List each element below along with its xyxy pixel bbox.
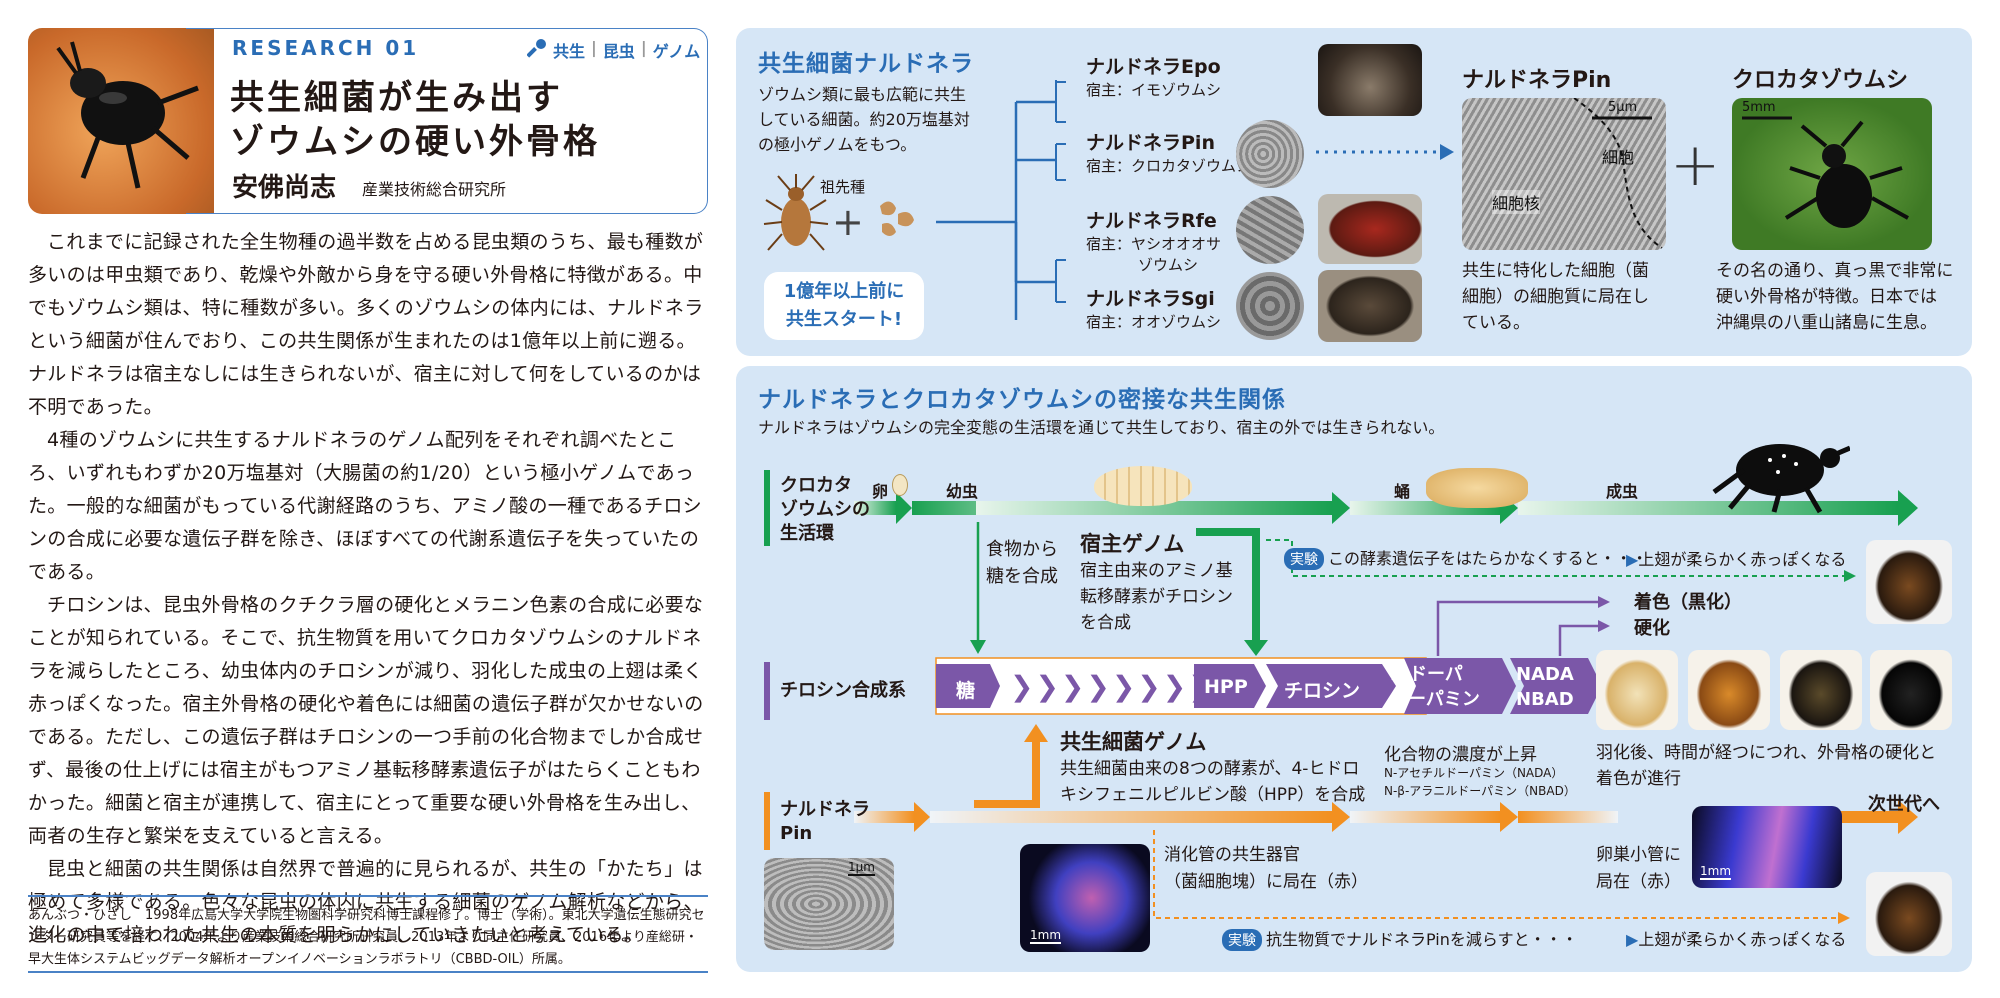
stage-pupa: 蛹 [1394,482,1411,501]
stage-larva: 幼虫 [946,482,979,501]
ovary-fluorescence: 1mm [1692,806,1842,888]
species-sgi: ナルドネラSgi 宿主：オオゾウムシ [1086,288,1222,331]
pin-cell-micrograph: 5μm 細胞 細胞核 [1462,98,1666,250]
rfe-weevil-photo [1318,194,1422,264]
nbad-fullname: N-β-アラニルドーパミン（NBAD） [1384,784,1576,798]
hardening-label: 硬化 [1634,618,1670,639]
panel-subtitle: ナルドネラはゾウムシの完全変態の生活環を通じて共生しており、宿主の外では生きられ… [758,418,1445,437]
rfe-micrograph [1236,196,1304,264]
symbiosis-start-bubble: 1億年以上前に共生スタート! [764,272,924,340]
experiment-badge: 実験 [1284,548,1324,570]
species-pin: ナルドネラPin 宿主：クロカタゾウムシ [1086,132,1252,175]
scale-bar-1mm: 1mm [1700,864,1732,880]
nada-fullname: N-アセチルドーパミン（NADA） [1384,766,1564,780]
nardonella-micrograph: 1μm [764,858,894,950]
header-photo [28,28,214,214]
kurokata-title: クロカタゾウムシ [1732,68,1909,93]
species-rfe: ナルドネラRfe 宿主：ヤシオオオサ ゾウムシ [1086,210,1222,274]
scale-bar-5um: 5μm [1608,100,1638,115]
ovary-label: 卵巣小管に局在（赤） [1596,845,1681,892]
eclosion-photo-2 [1688,650,1770,730]
panel-title: ナルドネラとクロカタゾウムシの密接な共生関係 [758,387,1286,413]
gut-organ-label: 消化管の共生器官（菌細胞塊）に局在（赤） [1164,845,1368,892]
sgi-micrograph [1236,272,1304,340]
plus-icon: + [1670,130,1721,200]
egg-icon [892,474,908,496]
pin-description: 共生に特化した細胞（菌細胞）の細胞質に局在している。 [1462,261,1649,333]
tag-insect[interactable]: 昆虫 [602,42,635,61]
pathway-tyrosine: チロシン [1284,680,1361,702]
pupa-icon [1426,468,1528,508]
pin-micrograph [1236,120,1304,188]
paragraph: 4種のゾウムシに共生するナルドネラのゲノム配列をそれぞれ調べたところ、いずれもわ… [28,429,702,583]
result-2: ▶上翅が柔らかく赤っぽくなる [1626,930,1847,949]
article-title-line2: ゾウムシの硬い外骨格 [230,122,600,162]
panel-title: 共生細菌ナルドネラ [758,51,974,77]
experiment-2: 実験抗生物質でナルドネラPinを減らすと・・・ [1222,926,1578,951]
adult-weevil-icon [1700,434,1851,518]
pathway-steps: ❯❯❯❯❯❯❯❯ [1010,670,1214,703]
label-nucleus: 細胞核 [1492,190,1541,214]
result1-weevil-photo [1866,540,1952,624]
tag-list: 共生| 昆虫| ゲノム [553,38,701,61]
host-genome-description: 宿主由来のアミノ基転移酵素がチロシンを合成 [1080,561,1233,633]
tag-genome[interactable]: ゲノム [652,42,701,61]
scale-bar-5mm: 5mm [1742,100,1776,115]
experiment-1: 実験この酵素遺伝子をはたらかなくすると・・・ [1284,545,1648,570]
article-title-line1: 共生細菌が生み出す [230,78,563,118]
panel-description: ゾウムシ類に最も広範に共生している細菌。約20万塩基対の極小ゲノムをもつ。 [758,85,970,154]
author-name: 安佛尚志 [232,173,337,203]
concentration-up: 化合物の濃度が上昇 [1384,745,1537,765]
food-sugar-label: 食物から糖を合成 [986,539,1058,587]
scale-bar-1mm: 1mm [1030,928,1062,944]
bacteria-icon [872,192,924,248]
scale-bar-1um: 1μm [848,860,875,876]
weevil-icon [760,170,830,264]
result-1: ▶上翅が柔らかく赤っぽくなる [1626,550,1847,569]
eclosion-photo-1 [1596,650,1678,730]
plus-icon: + [832,200,864,244]
pathway-hpp: HPP [1204,676,1248,698]
dotted-arrow [1316,144,1454,160]
author-bio: あんぶつ・ひさし 1998年広島大学大学院生物圏科学研究科博士課程修了。博士（学… [28,895,708,973]
key-icon [526,37,549,63]
author-affiliation: 産業技術総合研究所 [362,180,507,199]
kurokata-photo: 5mm [1732,98,1932,250]
kurokata-description: その名の通り、真っ黒で非常に硬い外骨格が特徴。日本では沖縄県の八重山諸島に生息。 [1716,261,1954,333]
pathway-ldopa: L-ドーパドーパミン [1390,664,1480,710]
tag-symbiosis[interactable]: 共生 [553,42,586,61]
lifecycle-diagram [764,470,1918,924]
epo-weevil-photo [1318,44,1422,116]
eclosion-photo-3 [1780,650,1862,730]
stage-egg: 卵 [872,482,889,501]
eclosion-photo-4 [1870,650,1952,730]
ancestor-label: 祖先種 [820,178,866,196]
after-eclosion-text: 羽化後、時間が経つにつれ、外骨格の硬化と着色が進行 [1596,743,1937,789]
research-number: RESEARCH 01 [232,36,420,60]
paragraph: これまでに記録された全生物種の過半数を占める昆虫類のうち、最も種数が多いのは甲虫… [28,231,704,418]
symbiont-genome-title: 共生細菌ゲノム [1060,730,1207,754]
next-generation-label: 次世代へ [1868,794,1940,815]
paragraph: チロシンは、昆虫外骨格のクチクラ層の硬化とメラニン色素の合成に必要なことが知られ… [28,594,704,847]
tyrosine-system-label: チロシン合成系 [780,680,906,701]
species-epo: ナルドネラEpo 宿主：イモゾウムシ [1086,56,1222,99]
host-genome-title: 宿主ゲノム [1080,532,1185,556]
stage-adult: 成虫 [1606,482,1639,501]
article-body: これまでに記録された全生物種の過半数を占める昆虫類のうち、最も種数が多いのは甲虫… [28,226,708,952]
pin-title: ナルドネラPin [1462,68,1612,93]
lifecycle-label: クロカタゾウムシの生活環 [780,475,870,544]
larva-icon [1094,466,1192,506]
sgi-weevil-photo [1318,270,1422,342]
coloring-label: 着色（黒化） [1634,592,1742,613]
symbiont-genome-description: 共生細菌由来の8つの酵素が、4-ヒドロキシフェニルピルビン酸（HPP）を合成 [1060,759,1366,805]
phylogeny-tree [936,80,1066,320]
gut-organ-fluorescence: 1mm [1020,844,1150,952]
header-card [186,28,708,214]
result2-weevil-photo [1866,872,1952,956]
experiment-badge: 実験 [1222,929,1262,951]
label-cell: 細胞 [1602,148,1635,167]
pathway-sugar: 糖 [956,680,976,702]
